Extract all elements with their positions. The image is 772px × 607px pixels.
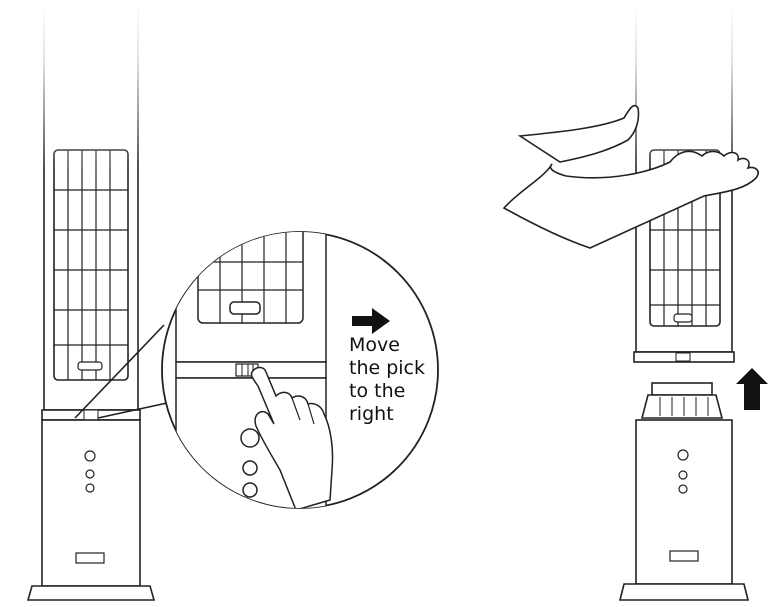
callout-line-1: Move: [349, 334, 439, 357]
callout-instruction: Move the pick to the right: [349, 334, 439, 426]
callout-line-2: the pick: [349, 357, 439, 380]
fan-foot: [28, 586, 154, 600]
left-tower-fan: [28, 0, 154, 600]
callout-line-3: to the: [349, 380, 439, 403]
connector-top: [652, 383, 712, 395]
right-tower-fan: [620, 0, 748, 600]
display-panel: [76, 553, 104, 563]
up-arrow-icon: [736, 368, 768, 410]
pick-small: [84, 410, 98, 420]
callout-line-4: right: [349, 403, 439, 426]
button-icon: [85, 451, 95, 461]
connector: [642, 395, 722, 418]
